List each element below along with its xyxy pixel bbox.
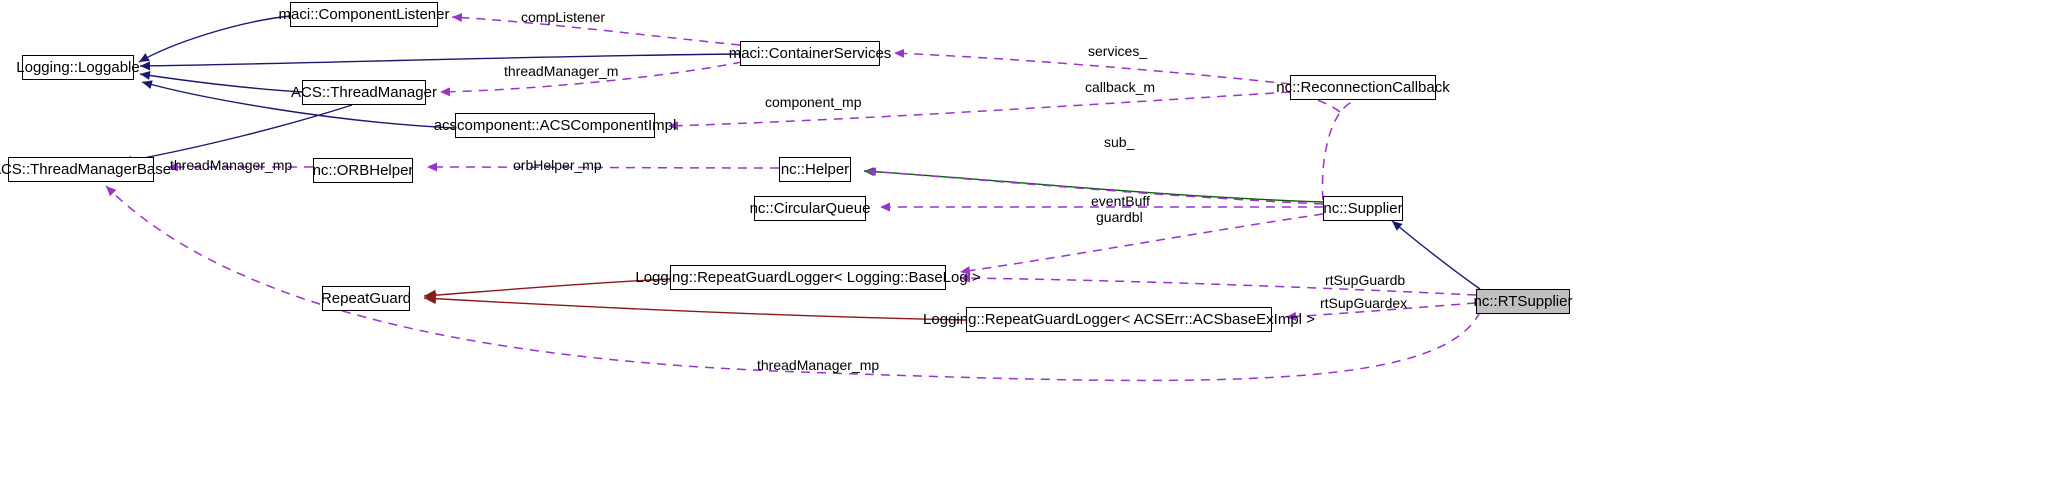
protected-inheritance-edges xyxy=(863,167,1324,203)
edge-rtsupplier-rgloggeracsbase xyxy=(1285,302,1477,321)
node-nc-circularqueue[interactable]: nc::CircularQueue xyxy=(750,196,870,221)
edge-rgloggerbaselog-repeatguard xyxy=(423,278,671,301)
node-label: nc::CircularQueue xyxy=(749,200,871,217)
edge-label-guardbl: guardbl xyxy=(1096,209,1143,225)
edge-reconnectioncb-containerservices xyxy=(893,48,1291,85)
edge-label-orbhelper-mp: orbHelper_mp xyxy=(513,157,602,173)
edge-label-threadmanager-mp: threadManager_mp xyxy=(170,157,293,173)
node-repeatguard[interactable]: RepeatGuard xyxy=(320,286,412,311)
edge-supplier-helper-sub xyxy=(865,167,1324,205)
template-binding-edges xyxy=(423,278,967,321)
node-acs-threadmanagerbase[interactable]: ACS::ThreadManagerBase xyxy=(0,157,171,182)
edge-label-eventbuff: eventBuff xyxy=(1091,193,1150,209)
edge-label-threadmanager-mp-bottom: threadManager_mp xyxy=(757,357,880,373)
edge-complistener-loggable xyxy=(138,15,291,63)
node-nc-rtsupplier[interactable]: nc::RTSupplier xyxy=(1473,289,1573,314)
inheritance-edges xyxy=(121,15,1481,290)
node-label: nc::ReconnectionCallback xyxy=(1276,79,1450,96)
node-label: acscomponent::ACSComponentImpl xyxy=(433,117,677,134)
node-label: ACS::ThreadManagerBase xyxy=(0,161,172,178)
node-label: Logging::RepeatGuardLogger< Logging::Bas… xyxy=(635,269,981,286)
edge-label-callback-m: callback_m xyxy=(1085,79,1156,95)
edge-supplier-reconnectioncb xyxy=(1321,101,1353,201)
node-label: RepeatGuard xyxy=(320,290,412,307)
node-acscomponent-acscomponentimpl[interactable]: acscomponent::ACSComponentImpl xyxy=(434,113,676,138)
node-nc-supplier[interactable]: nc::Supplier xyxy=(1323,196,1403,221)
node-maci-containerservices[interactable]: maci::ContainerServices xyxy=(729,41,891,66)
edge-threadmanager-loggable xyxy=(139,71,303,93)
edge-containerservices-loggable xyxy=(139,53,741,71)
node-logging-loggable[interactable]: Logging::Loggable xyxy=(16,55,140,80)
node-label: nc::Supplier xyxy=(1323,200,1403,217)
node-nc-orbhelper[interactable]: nc::ORBHelper xyxy=(313,158,413,183)
edge-helper-orbhelper xyxy=(426,162,780,172)
edge-containerservices-threadmanager xyxy=(439,61,743,97)
edge-label-complistener: compListener xyxy=(521,9,606,25)
node-repeatguardlogger-baselog[interactable]: Logging::RepeatGuardLogger< Logging::Bas… xyxy=(635,265,981,290)
node-repeatguardlogger-acsbaseeximpl[interactable]: Logging::RepeatGuardLogger< ACSErr::ACSb… xyxy=(923,307,1315,332)
edge-acscomponentimpl-loggable xyxy=(141,80,456,129)
edge-containerservices-complistener xyxy=(451,13,741,46)
edge-rtsupplier-threadmanagerbase xyxy=(105,185,1481,382)
node-maci-componentlistener[interactable]: maci::ComponentListener xyxy=(279,2,449,27)
edge-label-rtsupguardex: rtSupGuardex xyxy=(1320,295,1408,311)
node-label: ACS::ThreadManager xyxy=(291,84,437,101)
edge-label-rtsupguardb: rtSupGuardb xyxy=(1325,272,1406,288)
node-label: nc::ORBHelper xyxy=(312,162,414,179)
edge-supplier-helper xyxy=(863,167,1324,203)
edge-label-sub: sub_ xyxy=(1104,134,1135,150)
edge-label-services: services_ xyxy=(1088,43,1148,59)
node-nc-helper[interactable]: nc::Helper xyxy=(779,157,851,182)
node-label: maci::ContainerServices xyxy=(728,45,892,62)
edge-label-threadmanager-m: threadManager_m xyxy=(504,63,619,79)
node-label: nc::RTSupplier xyxy=(1473,293,1573,310)
edge-reconnectioncb-acscomponentimpl xyxy=(667,91,1291,131)
node-label: Logging::RepeatGuardLogger< ACSErr::ACSb… xyxy=(923,311,1315,328)
edge-label-component-mp: component_mp xyxy=(765,94,862,110)
node-acs-threadmanager[interactable]: ACS::ThreadManager xyxy=(291,80,437,105)
edge-supplier-rgloggerbaselog xyxy=(959,213,1324,276)
node-label: maci::ComponentListener xyxy=(278,6,450,23)
node-label: nc::Helper xyxy=(780,161,850,178)
edge-rgloggeracsbase-repeatguard xyxy=(423,293,967,321)
edge-threadmanager-threadmanagerbase xyxy=(121,104,353,165)
node-nc-reconnectioncallback[interactable]: nc::ReconnectionCallback xyxy=(1276,75,1450,100)
node-label: Logging::Loggable xyxy=(16,59,140,76)
edge-rtsupplier-supplier xyxy=(1391,220,1481,290)
